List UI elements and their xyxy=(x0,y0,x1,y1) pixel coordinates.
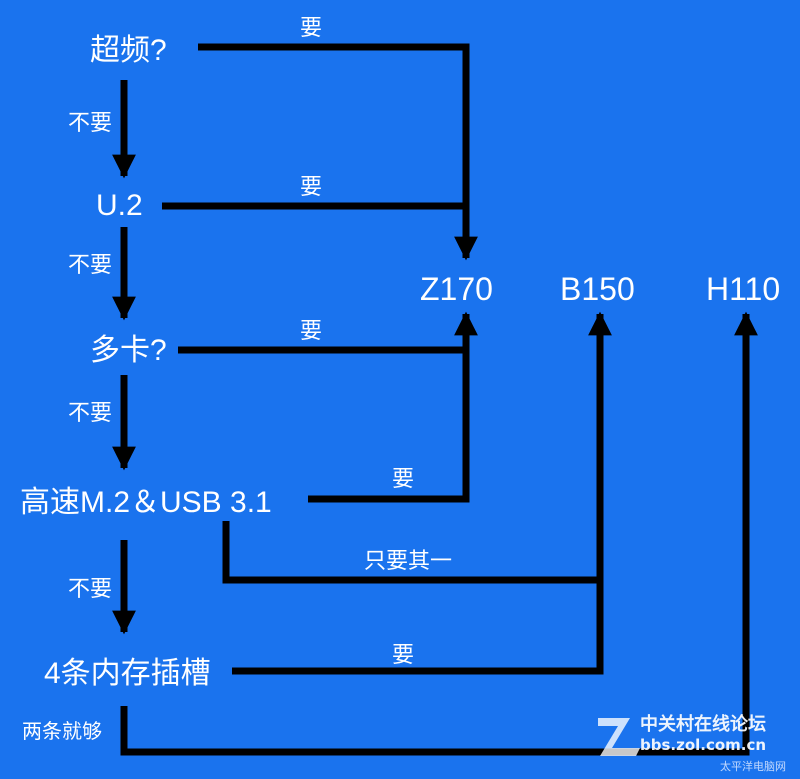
label-yes-overclock: 要 xyxy=(300,16,322,41)
label-yes-fast-m2-usb: 要 xyxy=(392,467,414,492)
watermark: 中关村在线论坛 bbs.zol.com.cn 太平洋电脑网 xyxy=(598,713,786,773)
label-no-4: 不要 xyxy=(68,577,112,602)
label-yes-u2: 要 xyxy=(300,175,322,200)
edge-overclock-to-z170 xyxy=(198,43,478,261)
label-yes-multi-gpu: 要 xyxy=(300,319,322,344)
node-multi-gpu: 多卡? xyxy=(90,334,167,367)
label-yes-four-dimm: 要 xyxy=(392,643,414,668)
label-no-3: 不要 xyxy=(68,401,112,426)
node-z170: Z170 xyxy=(420,271,493,307)
node-h110: H110 xyxy=(706,271,780,307)
node-overclock: 超频? xyxy=(90,34,167,67)
node-u2: U.2 xyxy=(96,189,143,222)
edge-fastm2-to-z170 xyxy=(308,311,478,503)
watermark-sub: 太平洋电脑网 xyxy=(720,759,786,773)
edge-fourdimm-to-b150 xyxy=(232,311,612,675)
label-two-is-enough: 两条就够 xyxy=(22,719,102,743)
label-no-2: 不要 xyxy=(68,253,112,278)
zol-logo-icon xyxy=(598,718,640,756)
watermark-brand: 中关村在线论坛 xyxy=(640,713,766,735)
node-four-dimm: 4条内存插槽 xyxy=(44,657,211,690)
edge-twodimm-to-h110 xyxy=(120,311,758,756)
watermark-url: bbs.zol.com.cn xyxy=(640,736,766,754)
label-no-1: 不要 xyxy=(68,111,112,136)
node-fast-m2-usb: 高速M.2＆USB 3.1 xyxy=(20,486,272,519)
label-either-one: 只要其一 xyxy=(364,549,452,574)
node-b150: B150 xyxy=(560,271,635,307)
edge-either-to-b150 xyxy=(222,521,600,584)
